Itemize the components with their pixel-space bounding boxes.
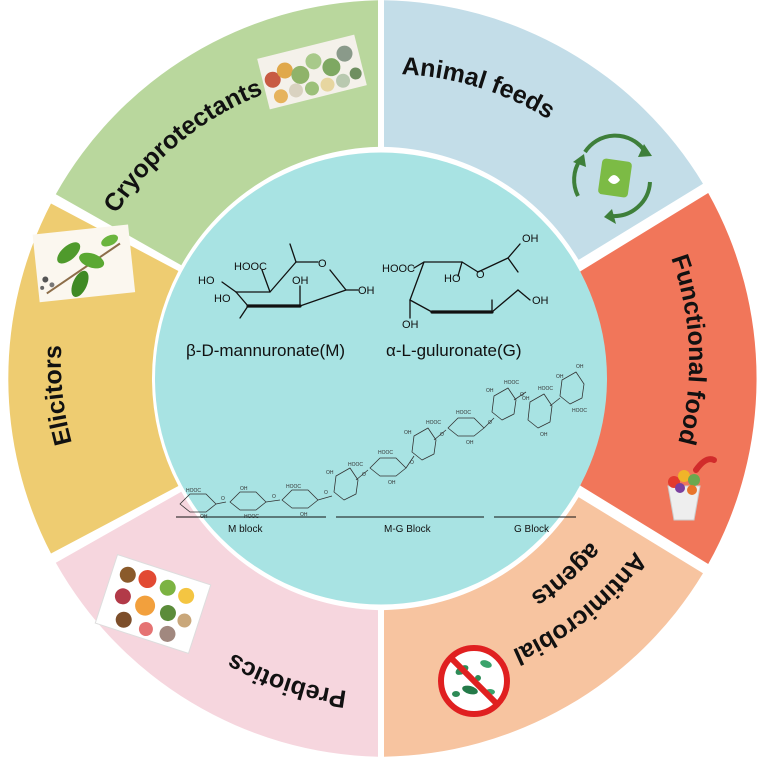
chain-unit-5: HOOC OH O	[369, 450, 415, 486]
frozen-vegetables-image	[257, 34, 367, 110]
segment-functional-food	[580, 193, 757, 564]
svg-text:HOOC: HOOC	[456, 410, 471, 416]
g-ho: HO	[444, 273, 461, 285]
svg-text:OH: OH	[300, 512, 308, 518]
svg-text:HOOC: HOOC	[538, 386, 553, 392]
g-hooc: HOOC	[382, 263, 415, 275]
chain-unit-7: HOOC OH O	[447, 410, 495, 446]
mg-block-label: M-G Block	[384, 524, 432, 535]
food-platter-image	[94, 553, 212, 655]
m-hooc: HOOC	[234, 261, 267, 273]
svg-text:HOOC: HOOC	[378, 450, 393, 456]
chain-unit-10: OH OH HOOC	[556, 364, 587, 414]
svg-text:OH: OH	[388, 480, 396, 486]
svg-text:O: O	[410, 460, 414, 466]
g-block-label: G Block	[514, 524, 550, 535]
g-oh-bottom: OH	[402, 319, 419, 331]
svg-text:HOOC: HOOC	[572, 408, 587, 414]
segment-prebiotics	[55, 491, 379, 757]
svg-text:OH: OH	[404, 430, 412, 436]
g-oh-top: OH	[522, 233, 539, 245]
center-circle	[155, 152, 607, 605]
svg-text:OH: OH	[522, 396, 530, 402]
svg-text:OH: OH	[576, 364, 584, 370]
svg-text:OH: OH	[240, 486, 248, 492]
svg-text:OH: OH	[556, 374, 564, 380]
mannuronate-structure: HOOC O HO OH HO OH	[198, 243, 375, 319]
svg-text:O: O	[488, 420, 492, 426]
guluronate-name: α-L-guluronate(G)	[386, 341, 522, 360]
svg-text:OH: OH	[540, 432, 548, 438]
m-block-label: M block	[228, 524, 263, 535]
svg-text:O: O	[221, 496, 225, 502]
chain-unit-3: HOOC OH O	[281, 484, 333, 518]
m-ring-o: O	[318, 258, 327, 270]
g-ring-o: O	[476, 269, 485, 281]
svg-text:HOOC: HOOC	[186, 488, 201, 494]
alginate-chain: HOOC OH O OH HOOC O HOOC OH O OH HOOC O	[176, 364, 587, 535]
svg-text:HOOC: HOOC	[348, 462, 363, 468]
chain-unit-6: OH HOOC O	[404, 420, 447, 461]
svg-text:O: O	[272, 494, 276, 500]
svg-text:O: O	[520, 392, 524, 398]
svg-text:OH: OH	[466, 440, 474, 446]
svg-text:OH: OH	[326, 470, 334, 476]
g-oh-right: OH	[532, 295, 549, 307]
mannuronate-name: β-D-mannuronate(M)	[186, 341, 345, 360]
m-ho-top: HO	[198, 275, 215, 287]
svg-text:OH: OH	[486, 388, 494, 394]
no-bacteria-icon	[438, 645, 510, 717]
chain-unit-9: OH HOOC OH	[522, 386, 561, 438]
fruit-cup-image	[667, 456, 717, 521]
chain-unit-8: OH HOOC O	[486, 380, 527, 421]
svg-text:O: O	[362, 472, 366, 478]
svg-text:HOOC: HOOC	[426, 420, 441, 426]
m-ho-bottom: HO	[214, 293, 231, 305]
leaf-branch-image	[32, 224, 136, 303]
guluronate-structure: OH HOOC HO O OH OH	[382, 233, 549, 331]
svg-text:HOOC: HOOC	[504, 380, 519, 386]
chain-unit-4: OH HOOC O	[326, 462, 369, 501]
svg-text:HOOC: HOOC	[286, 484, 301, 490]
m-oh-mid: OH	[292, 275, 309, 287]
m-oh-right: OH	[358, 285, 375, 297]
feed-bag-recycle-icon	[572, 133, 652, 224]
svg-text:O: O	[440, 432, 444, 438]
svg-text:O: O	[324, 490, 328, 496]
